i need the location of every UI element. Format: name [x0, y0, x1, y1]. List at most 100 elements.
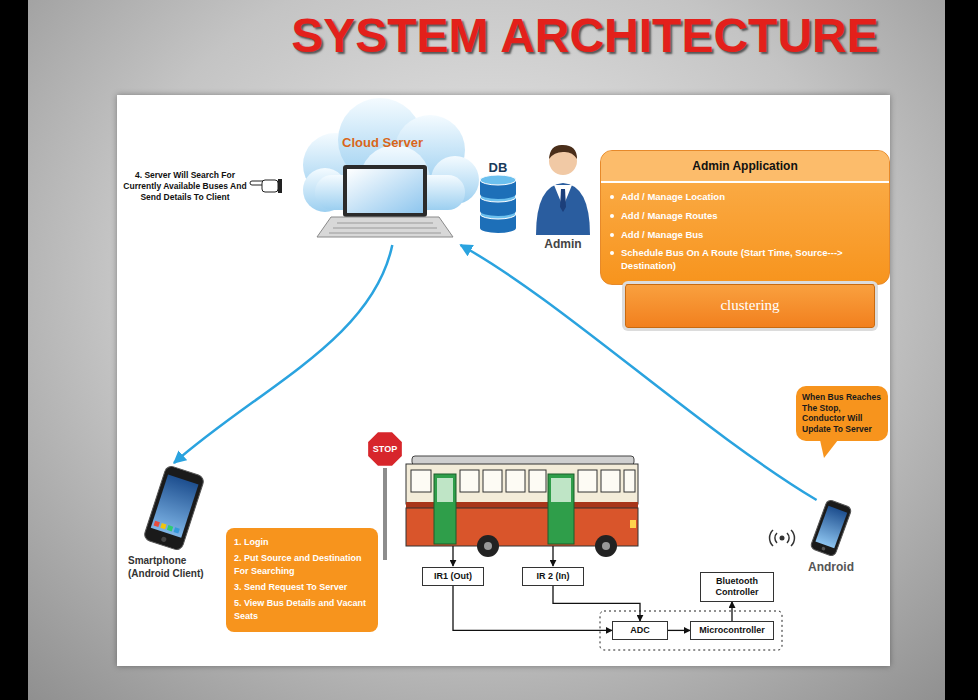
step-item: 2. Put Source and Destination For Search…	[234, 552, 370, 578]
android-phone-icon	[821, 546, 826, 551]
sign-pole	[383, 468, 387, 560]
wireless-wave	[775, 533, 777, 543]
sensor-box: IR 2 (In)	[522, 567, 584, 586]
bus-window	[529, 470, 546, 492]
smartphone-icon	[143, 465, 205, 552]
smartphone-icon	[160, 523, 166, 529]
signal-wire	[668, 630, 690, 631]
laptop-icon	[329, 223, 441, 233]
bullet-item: Schedule Bus On A Route (Start Time, Sou…	[601, 244, 889, 276]
smartphone-icon	[154, 521, 160, 527]
cluster-box: clustering	[625, 284, 875, 328]
box-label: IR 2 (In)	[525, 571, 581, 582]
smartphone-icon	[161, 536, 167, 542]
bus-window	[460, 470, 479, 492]
smartphone-icon	[143, 465, 205, 552]
bus-upper-body	[406, 464, 638, 504]
bus-door	[434, 474, 456, 544]
bus-window	[624, 470, 635, 492]
admin-person	[549, 145, 577, 159]
speech-bubble: When Bus Reaches The Stop, Conductor Wil…	[796, 386, 888, 441]
signal-wire	[553, 586, 640, 621]
bubble-text: When Bus Reaches The Stop, Conductor Wil…	[802, 392, 882, 435]
bus-window	[506, 470, 525, 492]
data-flow-arrow	[174, 245, 392, 463]
wireless-wave	[770, 530, 773, 546]
bullet-item: Add / Manage Location	[601, 188, 889, 207]
bluetooth-box: Bluetooth Controller	[700, 572, 774, 602]
bus-door	[548, 474, 574, 544]
node-label: Admin	[530, 237, 596, 251]
step-item: 1. Login	[234, 536, 370, 549]
admin-person	[536, 183, 590, 235]
laptop-icon	[317, 217, 453, 237]
box-label: ADC	[615, 625, 665, 636]
android-phone-icon	[810, 499, 852, 557]
admin-person	[560, 189, 566, 212]
android-client: Smartphone (Android Client)	[124, 463, 224, 580]
step-item: 5. View Bus Details and Vacant Seats	[234, 597, 370, 623]
conductor-phone: Android	[795, 500, 867, 574]
wheel-hub	[484, 542, 492, 550]
bubble-tail	[816, 440, 840, 458]
bus-illustration	[406, 456, 638, 557]
signal-wire	[453, 586, 612, 631]
pointing-hand	[250, 179, 282, 193]
smartphone-icon	[124, 463, 224, 553]
sensor-wire	[552, 546, 553, 566]
sign-text: STOP	[366, 443, 404, 455]
node-label: Smartphone (Android Client)	[128, 555, 224, 580]
admin-panel: Admin ApplicationAdd / Manage LocationAd…	[600, 150, 890, 285]
smartphone-icon	[174, 527, 180, 533]
node-label: Android	[795, 560, 867, 574]
callout-note: 4. Server Will Search For Currently Avai…	[120, 170, 250, 203]
node-label: Cloud Server	[285, 135, 480, 150]
bullet-item: Add / Manage Bus	[601, 226, 889, 245]
signal-wire	[731, 602, 732, 621]
hand-cuff	[278, 179, 282, 193]
side-bar	[0, 0, 28, 700]
side-bar	[945, 0, 978, 700]
board-outline	[600, 611, 782, 650]
box-label: Microcontroller	[693, 625, 771, 636]
panel-heading: Admin Application	[601, 151, 889, 183]
adc-box: ADC	[612, 621, 668, 640]
android-phone-icon	[810, 499, 852, 557]
box-label: clustering	[626, 285, 874, 325]
wireless-wave	[787, 533, 789, 543]
bus-window	[411, 470, 431, 492]
bus-window	[483, 470, 502, 492]
cloud-shape	[285, 95, 480, 245]
laptop-icon	[347, 169, 423, 213]
wheel-hub	[602, 542, 610, 550]
slide-title: SYSTEM ARCHITECTURE	[200, 8, 970, 63]
android-phone-icon	[795, 500, 867, 556]
bubble-tail	[820, 440, 838, 458]
steps-box: 1. Login 2. Put Source and Destination Fo…	[226, 528, 378, 632]
wireless-icon	[770, 530, 795, 546]
smartphone-icon	[167, 525, 173, 531]
hand-palm	[262, 180, 278, 192]
bus-wheel	[595, 535, 617, 557]
bullet-item: Add / Manage Routes	[601, 207, 889, 226]
cloud-server: Cloud Server	[285, 95, 480, 245]
node-label: DB	[476, 160, 520, 176]
box-label: IR1 (Out)	[425, 571, 481, 582]
wireless-wave	[791, 530, 794, 546]
head-light	[630, 520, 636, 528]
admin-user: Admin	[530, 135, 596, 257]
cloud-body	[303, 98, 479, 215]
laptop-icon	[343, 165, 427, 217]
step-item: 3. Send Request To Server	[234, 581, 370, 594]
smartphone-icon	[151, 475, 199, 538]
sensor-box: IR1 (Out)	[422, 567, 484, 586]
sensor-wire	[452, 546, 453, 566]
door-window	[437, 478, 453, 502]
bus-window	[601, 470, 620, 492]
database-cylinder	[480, 175, 516, 185]
box-label: Bluetooth Controller	[703, 576, 771, 598]
